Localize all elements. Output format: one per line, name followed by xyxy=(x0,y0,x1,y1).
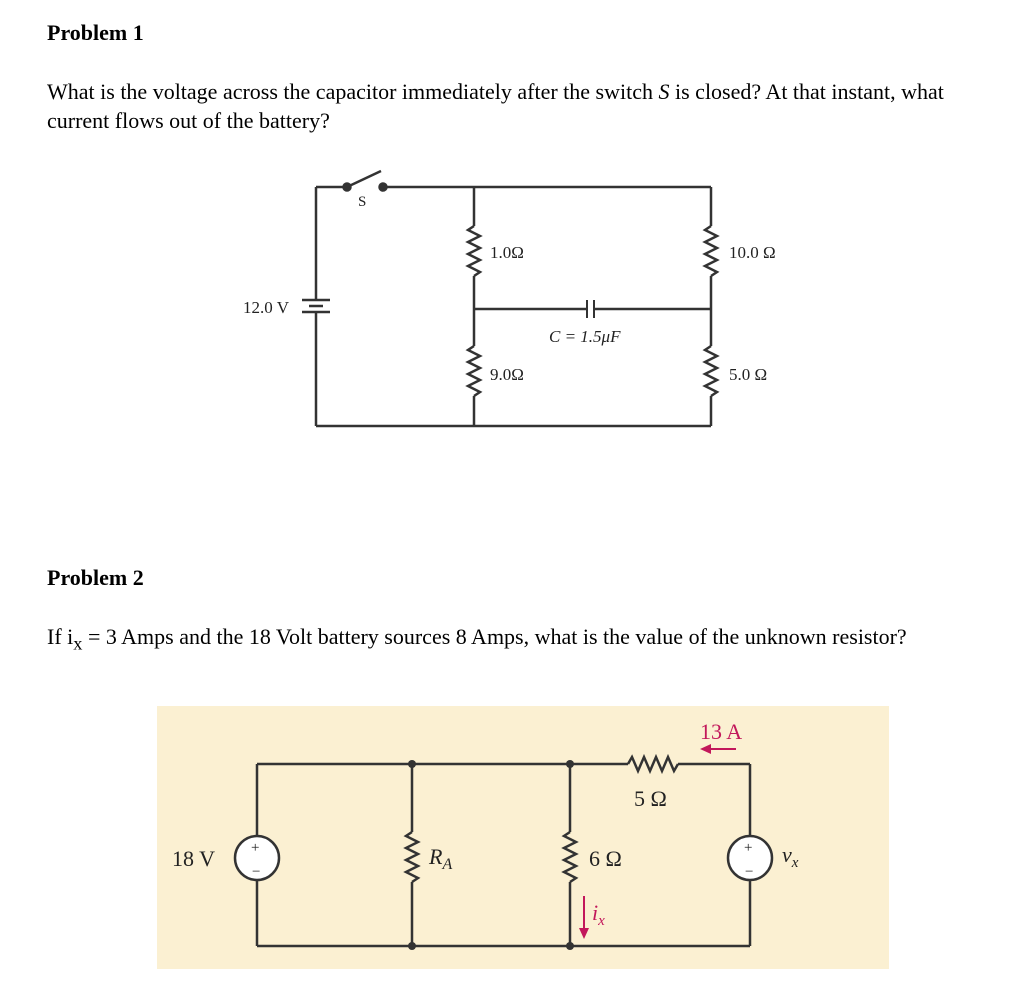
junction-dot xyxy=(408,942,416,950)
problem2-heading: Problem 2 xyxy=(47,565,144,590)
current-13a-arrow-head xyxy=(700,744,711,754)
problem2-text-sub: x xyxy=(73,633,83,654)
r3-label: 9.0Ω xyxy=(490,365,524,384)
resistor-1-ohm xyxy=(465,224,483,278)
switch-variable: S xyxy=(658,79,670,104)
source-18v-label: 18 V xyxy=(172,846,215,871)
problem2-text: If ix = 3 Amps and the 18 Volt battery s… xyxy=(47,622,947,658)
current-arrows xyxy=(579,744,736,939)
resistor-5-ohm xyxy=(702,344,720,398)
resistor-5-ohm-c2 xyxy=(626,753,680,775)
junction-dot xyxy=(566,942,574,950)
circuit-2-panel xyxy=(157,706,889,969)
problem2-text-a: If i xyxy=(47,624,74,649)
circuit-1 xyxy=(302,169,720,428)
ra-label: RA xyxy=(428,844,452,873)
problem1-text-b: is closed? At that instant, what current… xyxy=(47,79,944,133)
r6-label: 6 Ω xyxy=(589,846,622,871)
vx-label: vx xyxy=(782,842,799,871)
switch-contact-left xyxy=(342,182,352,192)
circuit-2 xyxy=(233,753,774,948)
switch-label: S xyxy=(358,194,366,210)
resistor-ra xyxy=(403,830,421,884)
junction-dot xyxy=(408,760,416,768)
r2-label: 10.0 Ω xyxy=(729,243,776,262)
resistor-10-ohm xyxy=(702,224,720,278)
battery-label: 12.0 V xyxy=(243,298,290,317)
r5-label: 5 Ω xyxy=(634,786,667,811)
ix-arrow-head xyxy=(579,928,589,939)
source-vx-minus: − xyxy=(745,864,753,880)
r4-label: 5.0 Ω xyxy=(729,365,767,384)
source-18v-plus: + xyxy=(251,840,259,856)
switch-arm xyxy=(346,169,382,189)
resistor-6-ohm xyxy=(561,830,579,884)
r1-label: 1.0Ω xyxy=(490,243,524,262)
junction-dot xyxy=(566,760,574,768)
resistor-9-ohm xyxy=(465,344,483,398)
problem1-text-a: What is the voltage across the capacitor… xyxy=(47,79,659,104)
capacitor-label: C = 1.5μF xyxy=(549,327,621,346)
junction-dots xyxy=(408,760,574,950)
circuit-1-labels: S 12.0 V 1.0Ω 10.0 Ω 9.0Ω 5.0 Ω C = 1.5μ… xyxy=(243,194,776,384)
problem1-heading: Problem 1 xyxy=(47,20,144,45)
problem1-text: What is the voltage across the capacitor… xyxy=(47,77,1007,135)
current-13a-label: 13 A xyxy=(700,719,742,744)
source-18v-minus: − xyxy=(252,864,260,880)
source-vx-plus: + xyxy=(744,840,752,856)
ix-label: ix xyxy=(592,900,605,929)
problem2-text-b: = 3 Amps and the 18 Volt battery sources… xyxy=(82,624,907,649)
circuit-2-labels: 18 V + − + − RA 6 Ω 5 Ω 13 A ix vx xyxy=(172,719,799,929)
